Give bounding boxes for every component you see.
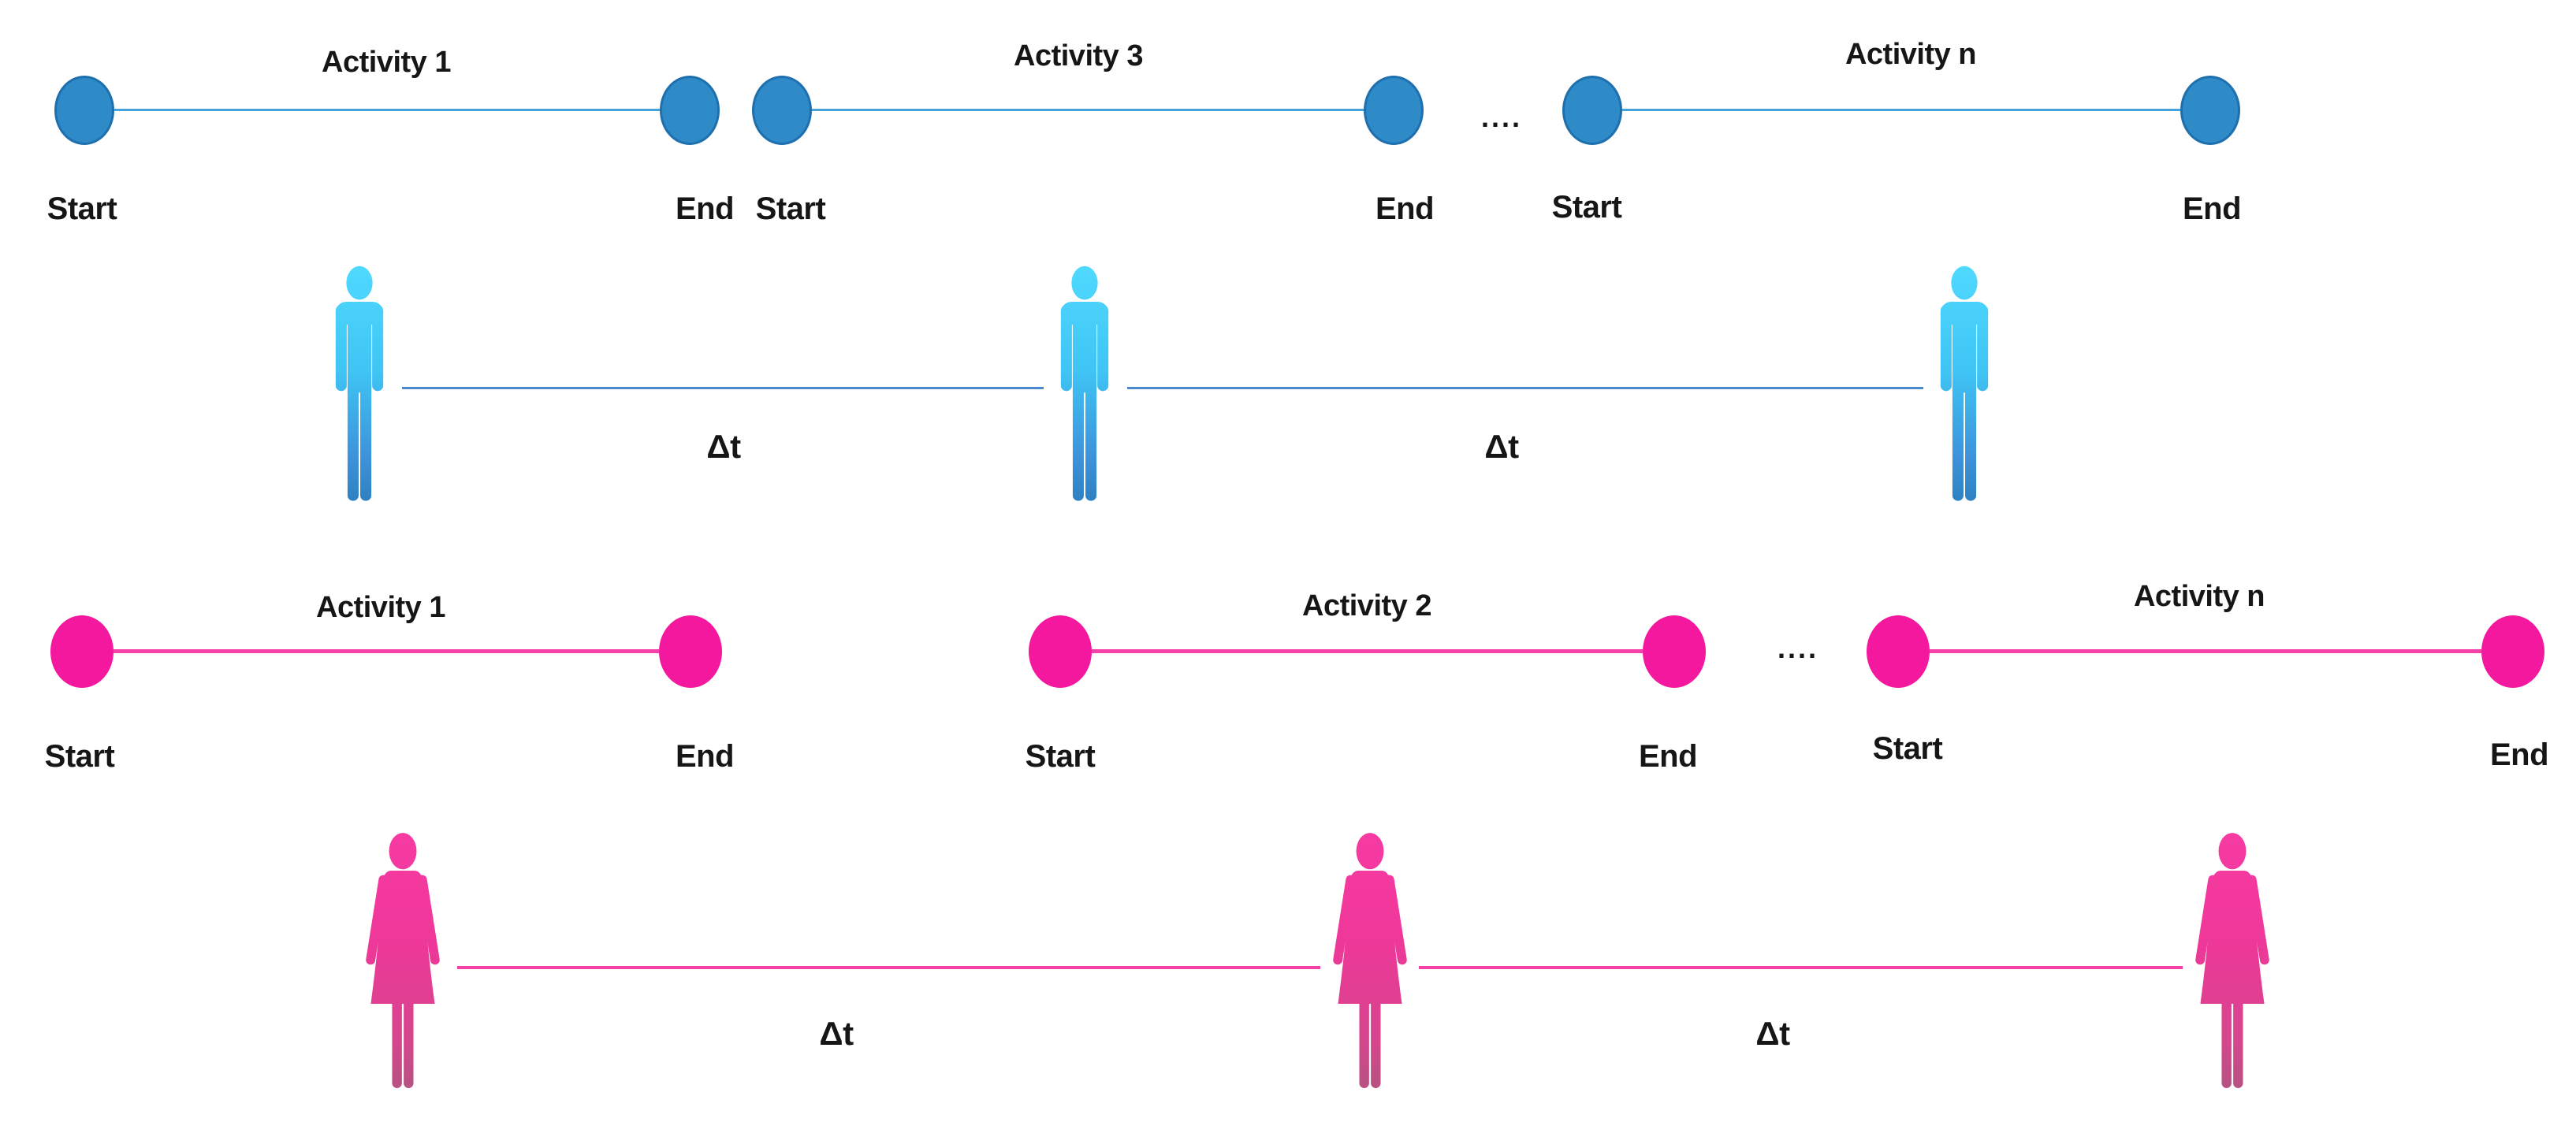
- pink-activity-2-start-label: Start: [1025, 739, 1096, 774]
- blue-activity-1-label: Activity 1: [322, 46, 451, 79]
- blue-activity-1-end-label: End: [675, 191, 735, 226]
- blue-activity-3-end-label: End: [2182, 191, 2242, 226]
- pink-activity-2-start-node: [1029, 615, 1092, 688]
- pink-activity-1-end-label: End: [675, 739, 735, 774]
- male-person-icon: [1940, 266, 1989, 501]
- pink-ellipsis: ....: [1777, 632, 1819, 664]
- pink-activity-3-start-label: Start: [1872, 731, 1943, 766]
- pink-delta-2-label: Δt: [1755, 1015, 1790, 1052]
- blue-activity-1-start-label: Start: [47, 191, 117, 226]
- pink-activity-3-line: [1930, 649, 2481, 653]
- blue-activity-1-start-node: [54, 76, 114, 145]
- pink-activity-1-line: [114, 649, 659, 653]
- pink-delta-1-label: Δt: [819, 1015, 854, 1052]
- pink-activity-2-line: [1092, 649, 1643, 653]
- blue-activity-2-start-label: Start: [755, 191, 826, 226]
- male-person-icon: [1060, 266, 1109, 501]
- blue-activity-2-label: Activity 3: [1014, 39, 1143, 72]
- pink-activity-1-end-node: [659, 615, 722, 688]
- pink-activity-3-end-label: End: [2489, 737, 2549, 772]
- pink-activity-1-start-node: [50, 615, 114, 688]
- pink-delta-1-line: [457, 966, 1320, 969]
- blue-activity-3-end-node: [2180, 76, 2240, 145]
- blue-activity-1-end-node: [660, 76, 720, 145]
- blue-delta-2-line: [1127, 387, 1923, 389]
- blue-activity-2-end-node: [1364, 76, 1424, 145]
- blue-activity-2-line: [812, 109, 1364, 111]
- blue-ellipsis: ....: [1480, 101, 1523, 133]
- male-person-icon: [335, 266, 384, 501]
- pink-activity-1-label: Activity 1: [316, 591, 445, 624]
- pink-activity-3-label: Activity n: [2133, 580, 2265, 613]
- blue-delta-1-label: Δt: [706, 428, 741, 465]
- blue-delta-1-line: [402, 387, 1044, 389]
- pink-activity-2-label: Activity 2: [1302, 589, 1431, 622]
- blue-activity-3-label: Activity n: [1845, 38, 1977, 71]
- pink-activity-3-start-node: [1867, 615, 1930, 688]
- female-person-icon: [366, 833, 440, 1088]
- female-person-icon: [2195, 833, 2269, 1088]
- pink-activity-2-end-label: End: [1638, 739, 1698, 774]
- blue-activity-2-start-node: [752, 76, 812, 145]
- pink-activity-3-end-node: [2481, 615, 2544, 688]
- blue-activity-2-end-label: End: [1375, 191, 1435, 226]
- blue-activity-1-line: [114, 109, 660, 111]
- blue-delta-2-label: Δt: [1484, 428, 1519, 465]
- blue-activity-3-line: [1622, 109, 2180, 111]
- female-person-icon: [1333, 833, 1407, 1088]
- pink-activity-1-start-label: Start: [44, 739, 115, 774]
- pink-activity-2-end-node: [1643, 615, 1706, 688]
- pink-delta-2-line: [1419, 966, 2183, 969]
- blue-activity-3-start-node: [1562, 76, 1622, 145]
- blue-activity-3-start-label: Start: [1551, 190, 1622, 225]
